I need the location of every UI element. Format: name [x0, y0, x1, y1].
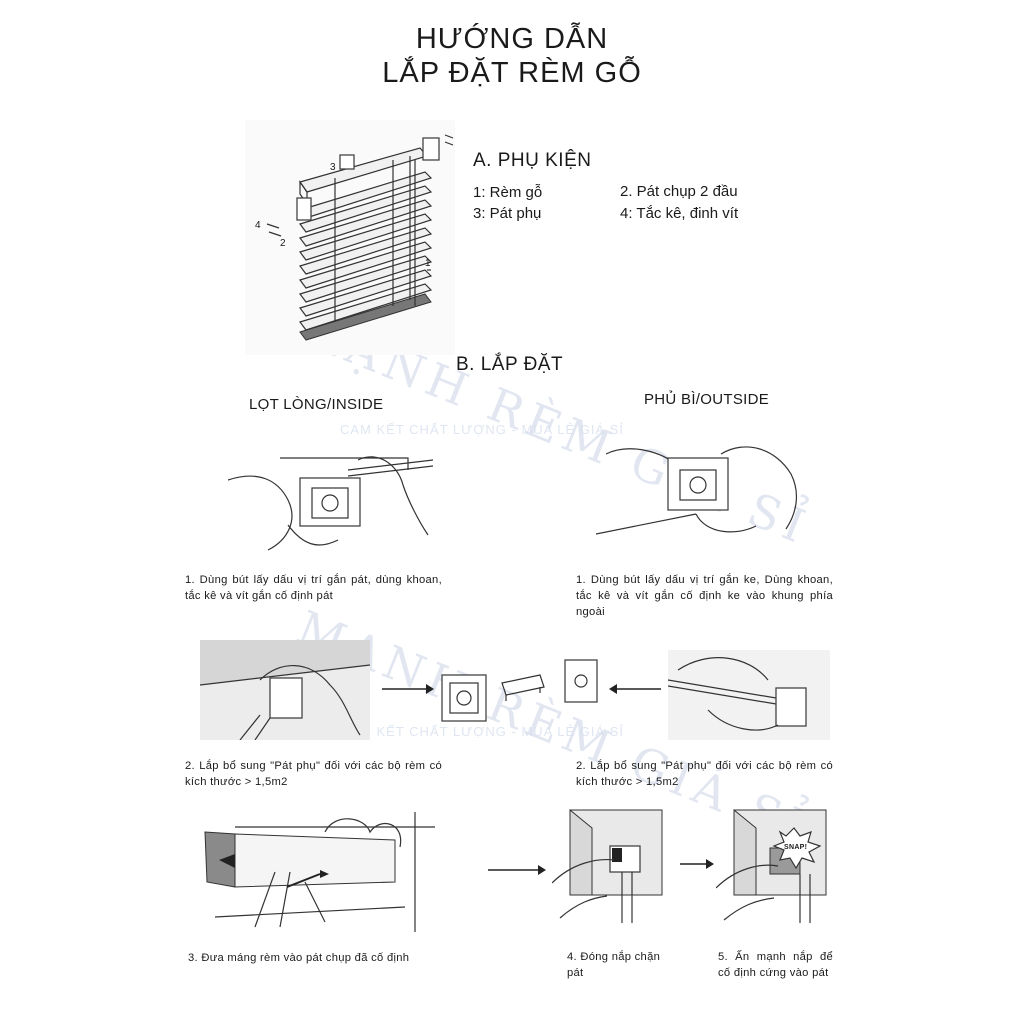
- snap-text: SNAP!: [784, 844, 808, 851]
- page-title-line2: LẮP ĐẶT RÈM GỖ: [382, 57, 642, 89]
- accessory-4: 4: Tắc kê, đinh vít: [620, 205, 739, 222]
- accessory-3: 3: Pát phụ: [473, 205, 542, 222]
- step5-illustration: [716, 808, 827, 923]
- section-b-title: B. LẮP ĐẶT: [456, 354, 564, 375]
- step4-caption: 4. Đóng nắp chặn pát: [567, 951, 661, 979]
- outside-step1-illustration: [596, 446, 798, 535]
- inside-label: LỌT LÒNG/INSIDE: [249, 396, 384, 413]
- diagram-label-1: 1: [425, 258, 431, 269]
- page-title-line1: HƯỚNG DẪN: [415, 23, 609, 55]
- arrow-right-icon: [382, 684, 434, 694]
- section-a-title: A. PHỤ KIỆN: [473, 150, 592, 171]
- step3-illustration: [204, 812, 435, 932]
- inside-step2-caption: 2. Lắp bổ sung "Pát phụ" đối với các bộ …: [185, 760, 442, 788]
- step4-illustration: [552, 808, 663, 923]
- watermark-slogan-2: CAM KẾT CHẤT LƯỢNG - MUA LẺ GIÁ SỈ: [340, 724, 625, 739]
- wood-blind-diagram: [245, 120, 455, 355]
- outside-step1-caption: 1. Dùng bút lấy dấu vị trí gắn ke, Dùng …: [576, 574, 833, 618]
- inside-step1-caption: 1. Dùng bút lấy dấu vị trí gắn pát, dùng…: [185, 574, 442, 602]
- outside-label: PHỦ BÌ/OUTSIDE: [644, 391, 770, 408]
- arrow-right-icon-2: [488, 865, 546, 875]
- arrow-right-icon-3: [680, 859, 714, 869]
- brackets-illustration: [441, 659, 598, 722]
- step5-caption: 5. Ấn mạnh nắp để cố định cứng vào pát: [718, 951, 833, 979]
- watermark-slogan-1: CAM KẾT CHẤT LƯỢNG - MUA LẺ GIÁ SỈ: [340, 422, 625, 437]
- diagram-label-4: 4: [255, 220, 261, 231]
- arrow-left-icon: [609, 684, 661, 694]
- outside-step2-illustration: [668, 650, 830, 740]
- outside-step2-caption: 2. Lắp bổ sung "Pát phụ" đối với các bộ …: [576, 760, 833, 788]
- diagram-label-2: 2: [280, 238, 286, 249]
- inside-step1-illustration: [228, 456, 433, 551]
- accessory-1: 1: Rèm gỗ: [473, 184, 543, 201]
- step3-caption: 3. Đưa máng rèm vào pát chụp đã cố định: [188, 952, 410, 964]
- diagram-label-3: 3: [330, 162, 336, 173]
- inside-step2-illustration: [200, 640, 370, 740]
- accessory-2: 2. Pát chụp 2 đầu: [620, 183, 738, 200]
